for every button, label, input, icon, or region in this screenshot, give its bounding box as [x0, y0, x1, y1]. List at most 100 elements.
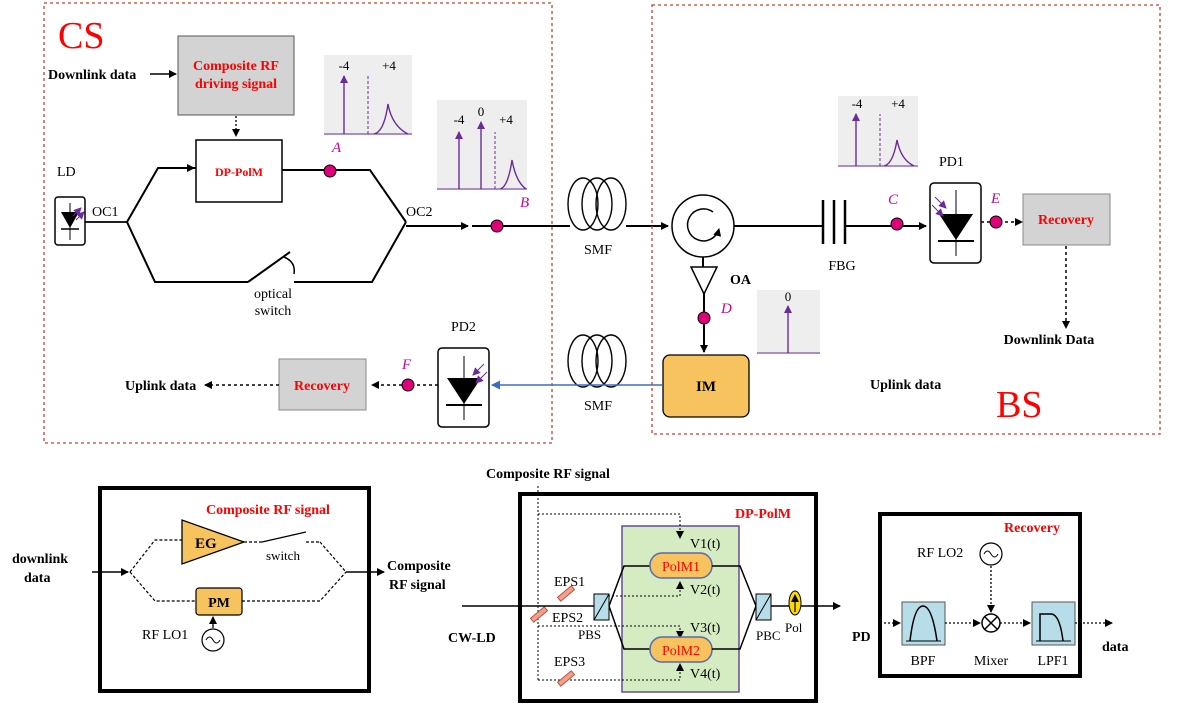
v3-label: V3(t) [690, 621, 721, 636]
smf-downlink-label: SMF [584, 243, 612, 258]
dppolm-green-area [621, 525, 740, 693]
point-c-dot [890, 217, 904, 231]
point-d-label: D [720, 301, 732, 317]
rf-lo2-wave [983, 550, 999, 558]
bpf-label: BPF [911, 654, 936, 669]
eps-shifters [529, 585, 576, 687]
pbs-diagonal [593, 593, 610, 621]
eps2-label: EPS2 [552, 611, 583, 626]
fbg-icon [821, 200, 847, 244]
polm1-label: PolM1 [662, 560, 700, 575]
polm1-to-pbc [712, 565, 757, 607]
downlink-data-label: Downlink data [48, 68, 136, 83]
point-b-dot [490, 219, 504, 233]
cs-title: CS [58, 15, 104, 57]
lpf-label: LPF1 [1037, 654, 1068, 669]
spectrum-b-zero: 0 [478, 104, 485, 119]
uplink-data-bs-label: Uplink data [870, 378, 941, 393]
pd-label: PD [852, 630, 871, 645]
point-d-dot [697, 311, 711, 325]
v1-label: V1(t) [690, 537, 721, 552]
rf-feed-v1 [537, 486, 684, 539]
cw-ld-label: CW-LD [448, 631, 496, 646]
pol-label: Pol [785, 620, 803, 635]
dppolm-top-label: Composite RF signal [486, 467, 610, 482]
ld-emit-2 [75, 211, 85, 221]
spectrum-d: 0 [757, 289, 820, 354]
rf-feed-v3 [538, 625, 684, 639]
pd1-light-2 [931, 204, 944, 217]
oc2-label: OC2 [406, 205, 432, 220]
composite-upper-path [129, 539, 182, 573]
mixer-label: Mixer [974, 654, 1009, 669]
composite-lower-path [129, 571, 196, 602]
pbs-to-polm1 [608, 565, 650, 607]
uplink-data-out-label: Uplink data [125, 379, 196, 394]
pd2-light-1 [472, 363, 485, 376]
fbg-label: FBG [828, 259, 855, 274]
point-e-label: E [990, 191, 1000, 207]
point-a-label: A [331, 140, 342, 156]
spectrum-b-plus4: +4 [499, 112, 513, 127]
spectrum-b: -4 0 +4 [437, 100, 527, 190]
bpf-response-icon [909, 605, 938, 642]
polm2-to-pbc [712, 605, 757, 650]
oa-label: OA [730, 273, 752, 288]
im-label: IM [696, 379, 716, 395]
eg-amplifier [181, 519, 246, 565]
pd2-light-2 [475, 371, 488, 384]
data-out-label: data [1102, 640, 1128, 655]
bs-recovery-label: Recovery [1038, 213, 1094, 228]
optical-switch-blade [247, 251, 291, 283]
composite-in-line1: downlink [12, 552, 68, 567]
composite-upper-join [319, 541, 347, 573]
circulator-arrow [686, 208, 722, 242]
mixer-x2 [984, 616, 998, 630]
pm-label: PM [208, 596, 230, 611]
cs-region [43, 2, 553, 444]
lpf-response-icon [1039, 613, 1064, 642]
pd1-light-1 [934, 196, 947, 209]
pd1-label: PD1 [939, 155, 964, 170]
oa-amplifier-icon [689, 266, 719, 296]
recovery-detail-title: Recovery [1004, 521, 1060, 536]
polm-to-oc2 [282, 169, 407, 223]
point-f-label: F [401, 357, 412, 373]
v2-label: V2(t) [690, 583, 721, 598]
composite-out-line2: RF signal [389, 578, 446, 593]
pbc-label: PBC [756, 628, 781, 643]
composite-rf-driving-box [177, 35, 295, 116]
ld-label: LD [57, 165, 76, 180]
spectrum-a-minus4: -4 [339, 58, 350, 73]
dppolm-detail-title: DP-PolM [735, 507, 791, 522]
spectrum-c-minus4: -4 [852, 96, 863, 111]
eg-label: EG [195, 536, 217, 552]
rf-lo1-label: RF LO1 [142, 628, 188, 643]
composite-detail-title: Composite RF signal [206, 503, 330, 518]
smf-uplink-coil [567, 334, 627, 388]
optical-switch-line1: optical [254, 287, 292, 302]
spectrum-c-plus4: +4 [891, 96, 905, 111]
upper-arm [126, 167, 196, 223]
point-b-label: B [520, 195, 529, 211]
bpf-box [901, 601, 946, 646]
rf-lo1-wave [205, 636, 221, 644]
composite-in-line2: data [24, 571, 50, 586]
rf-feed-v4 [538, 663, 684, 681]
lower-arm-right [294, 221, 407, 283]
cs-recovery-label: Recovery [294, 379, 350, 394]
dp-polm-box [195, 139, 283, 203]
eps1-label: EPS1 [554, 575, 585, 590]
pd2-label: PD2 [451, 320, 476, 335]
eps3-label: EPS3 [554, 655, 585, 670]
recovery-detail-frame [878, 512, 1082, 678]
smf-downlink-coil [567, 177, 627, 231]
composite-lower-join [242, 571, 347, 602]
point-c-label: C [888, 192, 899, 208]
point-f-dot [401, 378, 415, 392]
bs-title: BS [996, 384, 1042, 426]
pbs-to-polm2 [608, 605, 650, 650]
composite-rf-line2: driving signal [195, 77, 277, 92]
rf-lo2-label: RF LO2 [917, 546, 963, 561]
